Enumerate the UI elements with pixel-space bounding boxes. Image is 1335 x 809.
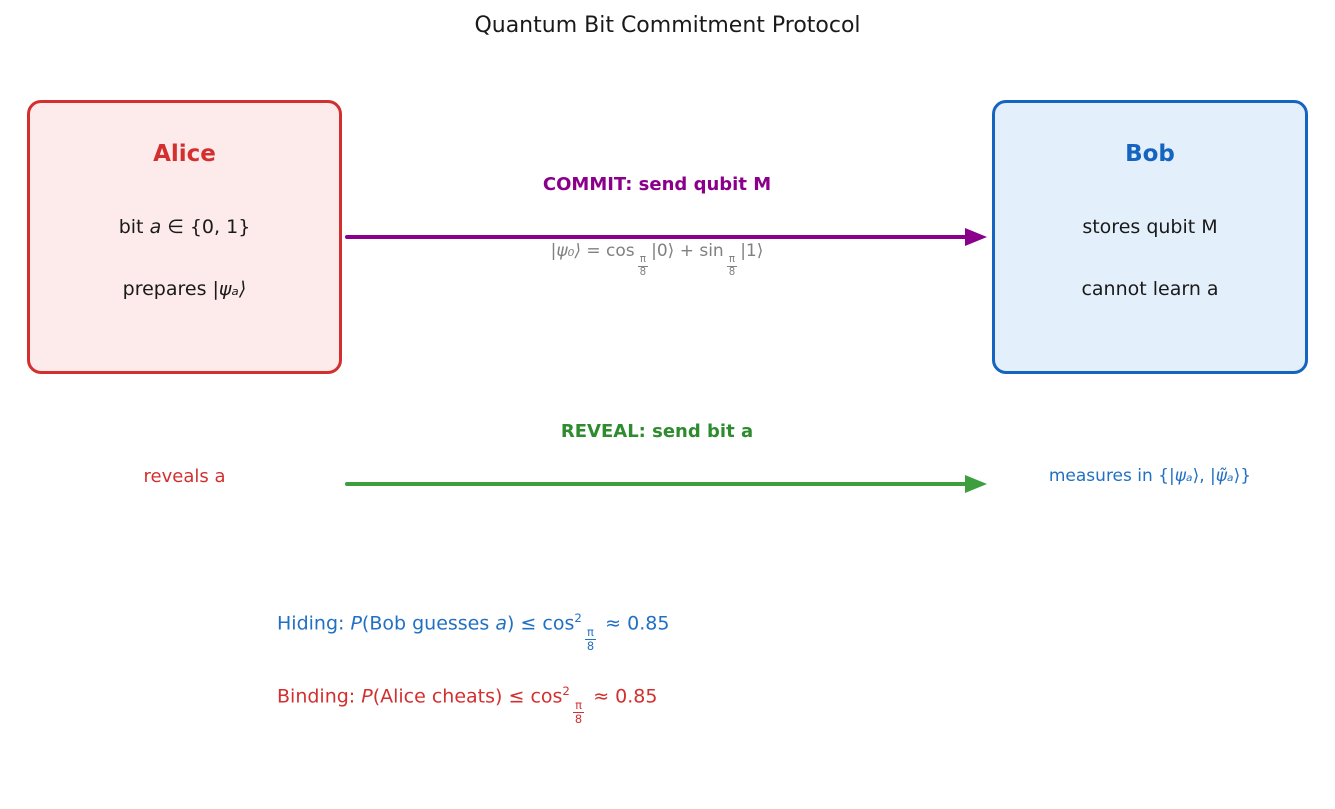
bob-measures-label: measures in {|ψₐ⟩, |ψ̃ₐ⟩} [972, 466, 1328, 486]
text-segment: ≈ 0.85 [587, 685, 658, 708]
math-variable: a [149, 216, 162, 238]
commit-phase-label: COMMIT: send qubit M [542, 174, 772, 195]
math-superscript: 2 [562, 684, 570, 698]
text-segment: ≈ 0.85 [599, 612, 670, 635]
math-variable-P: P [361, 685, 373, 708]
reveal-arrowhead-icon [965, 475, 987, 493]
math-variable-P: P [350, 612, 362, 635]
text-segment: (Alice cheats [372, 685, 496, 708]
math-psi-a: ψₐ [1174, 466, 1193, 486]
reveal-phase-label: REVEAL: send bit a [560, 421, 754, 442]
fraction-denominator: 8 [572, 712, 585, 726]
fraction-denominator: 8 [637, 265, 649, 278]
fraction-numerator: π [587, 624, 594, 639]
text-segment: ) ≤ cos [495, 685, 563, 708]
alice-box-title: Alice [153, 141, 216, 167]
fraction-numerator: π [728, 253, 736, 265]
math-variable: a [495, 612, 507, 635]
reveal-arrow [345, 482, 967, 486]
math-ket-psi0: |ψ₀⟩ [550, 241, 581, 261]
fraction-denominator: 8 [726, 265, 738, 278]
text-segment: Hiding: [277, 612, 351, 635]
fraction-denominator: 8 [584, 639, 597, 653]
commit-arrowhead-icon [965, 228, 987, 246]
text-segment: ⟩, | [1192, 466, 1216, 486]
text-segment: (Bob guesses [361, 612, 496, 635]
alice-box: Alice bit a ∈ {0, 1} prepares |ψₐ⟩ [27, 100, 342, 374]
bob-box-title: Bob [1125, 141, 1175, 167]
text-segment: |1⟩ [740, 241, 764, 261]
commit-arrow [345, 235, 967, 239]
text-segment: ⟩} [1233, 466, 1252, 486]
bob-stores-line: stores qubit M [1082, 216, 1218, 238]
bob-box: Bob stores qubit M cannot learn a [992, 100, 1308, 374]
text-segment: = cos [580, 241, 635, 261]
text-segment: ) ≤ cos [506, 612, 575, 635]
text-segment: Binding: [277, 685, 362, 708]
text-segment: bit [118, 216, 150, 238]
fraction-numerator: π [639, 253, 646, 265]
text-segment: measures in {| [1048, 466, 1175, 486]
text-segment: |0⟩ + sin [651, 241, 724, 261]
bob-cannot-learn-line: cannot learn a [1081, 278, 1219, 300]
alice-prepares-line: prepares |ψₐ⟩ [30, 278, 339, 300]
page-title: Quantum Bit Commitment Protocol [474, 13, 861, 38]
text-segment: ∈ {0, 1} [161, 216, 251, 238]
math-superscript: 2 [574, 611, 582, 625]
math-psi-tilde-a: ψ̃ₐ [1215, 466, 1234, 486]
alice-bit-line: bit a ∈ {0, 1} [30, 216, 339, 238]
alice-reveals-label: reveals a [143, 466, 226, 487]
fraction-numerator: π [575, 697, 582, 712]
text-segment: prepares [122, 278, 213, 300]
math-ket-psi-a: |ψₐ⟩ [212, 278, 247, 300]
